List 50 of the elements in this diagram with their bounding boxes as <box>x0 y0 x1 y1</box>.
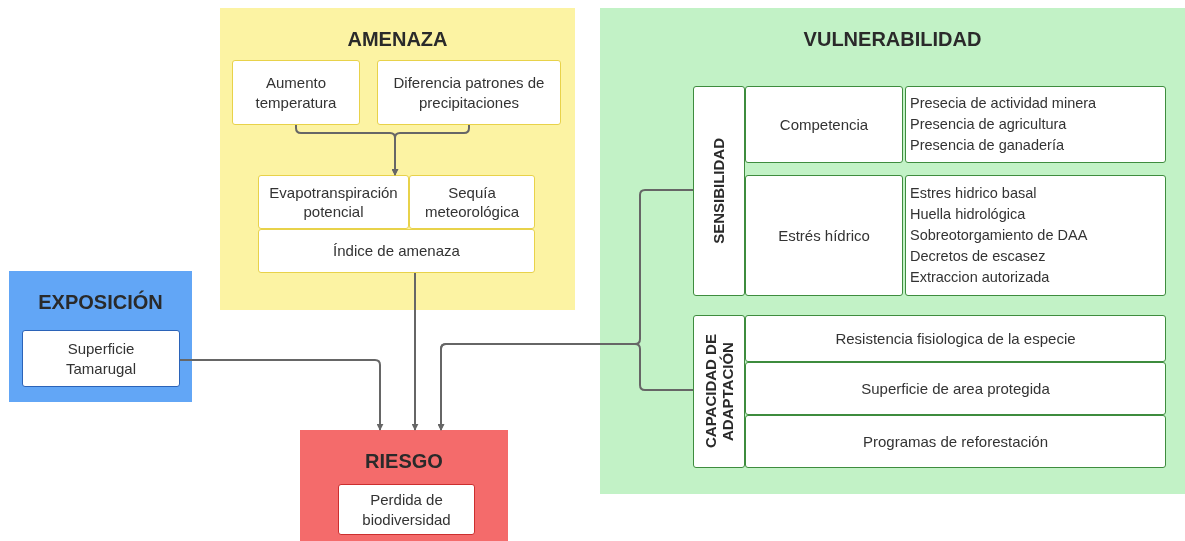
item-box <box>258 175 409 229</box>
item-label: Índice de amenaza <box>333 241 460 261</box>
panel-title: RIESGO <box>365 450 443 473</box>
category-label: SENSIBILIDAD <box>710 138 728 244</box>
item-box <box>745 315 1166 362</box>
item-label: Superficie de area protegida <box>861 378 1050 399</box>
item-box <box>232 60 360 125</box>
indicator-text: Estres hidrico basal <box>910 183 1037 203</box>
item-label: Estrés hídrico <box>778 225 870 246</box>
item-box <box>258 229 535 273</box>
item-label: Superficie Tamarugal <box>64 339 137 378</box>
item-box <box>745 415 1166 468</box>
indicator-text: Extraccion autorizada <box>910 268 1050 287</box>
category-box <box>693 86 745 296</box>
panel-title: EXPOSICIÓN <box>38 291 163 314</box>
indicator-text: Presencia de agricultura <box>910 115 1067 134</box>
connector-arrow <box>437 343 694 431</box>
item-label: Sequía meteorológica <box>423 182 521 222</box>
item-label: Evapotranspiración potencial <box>268 182 399 222</box>
indicator-text: Presencia de ganadería <box>910 136 1064 155</box>
indicator-text: Presecia de actividad minera <box>910 93 1097 113</box>
connector-arrow <box>179 359 384 431</box>
item-label: Aumento temperatura <box>254 73 338 112</box>
connector-arrow <box>411 272 419 431</box>
category-box <box>693 315 745 468</box>
indicator-text: Decretos de escasez <box>910 247 1046 266</box>
indicator-list-box <box>905 86 1166 163</box>
item-box <box>338 484 475 535</box>
indicator-list-box <box>905 175 1166 296</box>
group-panel <box>600 8 1185 494</box>
item-label: Programas de reforestación <box>862 431 1049 452</box>
category-label: CAPACIDAD DE ADAPTACIÓN <box>702 333 736 451</box>
item-box <box>377 60 561 125</box>
item-label: Competencia <box>779 114 869 135</box>
group-panel <box>300 430 508 541</box>
indicator-text: Huella hidrológica <box>910 204 1026 224</box>
group-panel <box>220 8 575 310</box>
group-panel <box>9 271 192 402</box>
panel-title: AMENAZA <box>347 28 448 51</box>
connector-arrow <box>391 124 470 176</box>
item-box <box>409 175 535 229</box>
item-box <box>745 362 1166 415</box>
item-box <box>745 175 903 296</box>
panel-title: VULNERABILIDAD <box>803 28 982 51</box>
item-label: Perdida de biodiversidad <box>361 490 452 529</box>
item-label: Diferencia patrones de precipitaciones <box>392 73 546 112</box>
item-box <box>745 86 903 163</box>
item-box <box>22 330 180 387</box>
item-label: Resistencia fisiologica de la especie <box>835 328 1076 349</box>
indicator-text: Sobreotorgamiento de DAA <box>910 226 1088 245</box>
